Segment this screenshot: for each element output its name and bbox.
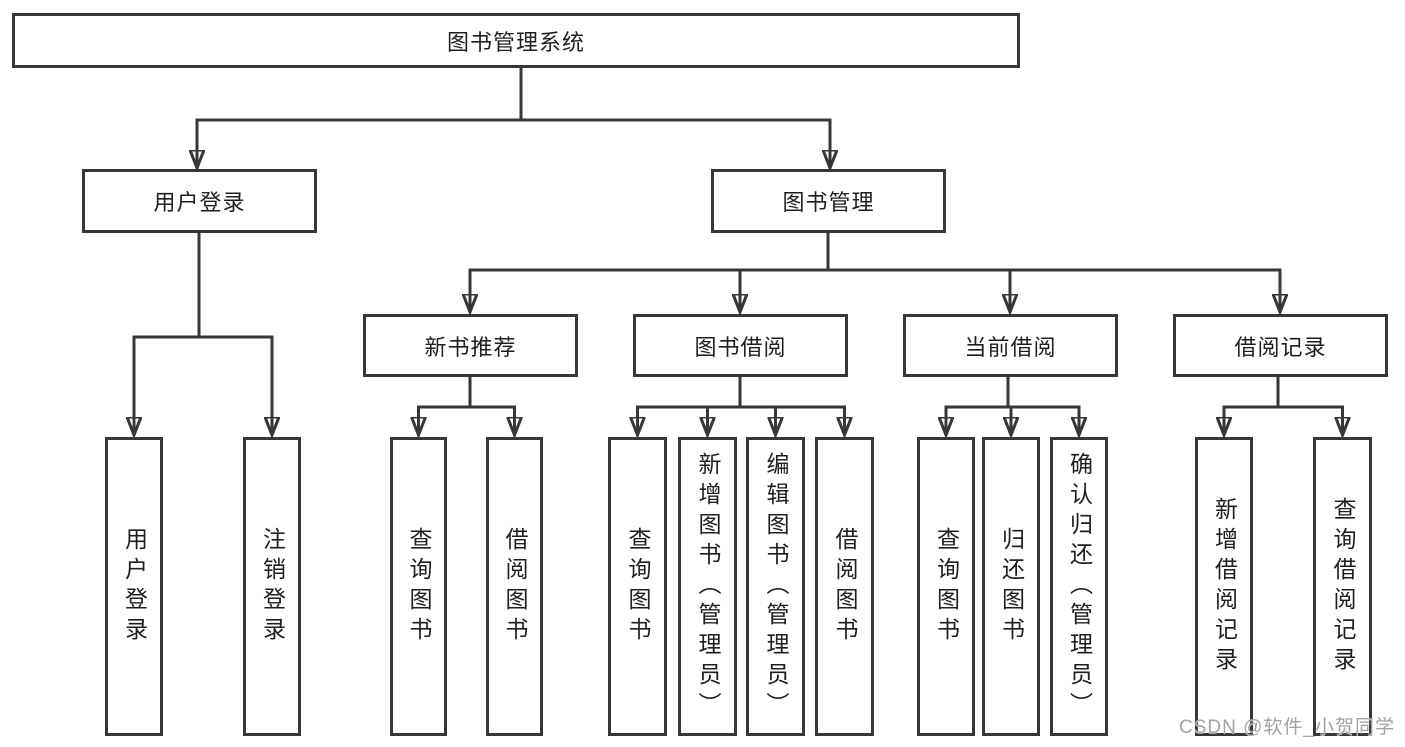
connector-new-books <box>417 377 516 435</box>
node-user-login: 用户登录 <box>82 169 317 233</box>
leaf-logout: 注销登录 <box>243 437 301 736</box>
leaf-borrow-edit: 编辑图书（管理员） <box>746 437 805 736</box>
node-borrow-records-label: 借阅记录 <box>1234 334 1327 360</box>
leaf-current-query-label: 查询图书 <box>933 526 960 647</box>
csdn-watermark: CSDN @软件_小贺同学 <box>1179 717 1395 738</box>
node-current-borrow: 当前借阅 <box>903 314 1118 377</box>
leaf-borrow-query: 查询图书 <box>608 437 667 736</box>
leaf-logout-label: 注销登录 <box>259 526 286 647</box>
connector-book-mgmt <box>469 233 1282 312</box>
leaf-records-add-label: 新增借阅记录 <box>1211 496 1238 677</box>
leaf-newbooks-query: 查询图书 <box>390 437 447 736</box>
leaf-records-query: 查询借阅记录 <box>1313 437 1372 736</box>
leaf-newbooks-borrow: 借阅图书 <box>486 437 543 736</box>
node-new-books-label: 新书推荐 <box>424 334 517 360</box>
leaf-borrow-borrow-label: 借阅图书 <box>832 526 858 647</box>
leaf-borrow-borrow: 借阅图书 <box>815 437 874 736</box>
connector-user-login <box>133 233 274 435</box>
leaf-newbooks-query-label: 查询图书 <box>406 526 432 647</box>
leaf-current-return: 归还图书 <box>982 437 1040 736</box>
leaf-current-confirm: 确认归还（管理员） <box>1050 437 1108 736</box>
node-borrow-records: 借阅记录 <box>1173 314 1388 377</box>
connector-book-borrow <box>636 377 846 435</box>
leaf-user-login-label: 用户登录 <box>121 526 148 647</box>
node-user-login-label: 用户登录 <box>153 190 246 215</box>
leaf-current-query: 查询图书 <box>917 437 975 736</box>
node-book-mgmt-label: 图书管理 <box>782 190 875 215</box>
leaf-records-query-label: 查询借阅记录 <box>1330 496 1356 677</box>
node-new-books: 新书推荐 <box>363 314 578 377</box>
leaf-borrow-edit-label: 编辑图书（管理员） <box>763 451 789 722</box>
leaf-records-add: 新增借阅记录 <box>1195 437 1253 736</box>
connector-root-to-level2 <box>196 68 832 168</box>
connector-current-borrow <box>945 377 1081 435</box>
node-book-mgmt: 图书管理 <box>711 169 946 233</box>
leaf-current-confirm-label: 确认归还（管理员） <box>1066 451 1093 722</box>
leaf-borrow-add-label: 新增图书（管理员） <box>695 451 721 722</box>
node-current-borrow-label: 当前借阅 <box>964 334 1057 360</box>
leaf-newbooks-borrow-label: 借阅图书 <box>502 526 528 647</box>
leaf-borrow-add: 新增图书（管理员） <box>678 437 737 736</box>
node-book-borrow: 图书借阅 <box>633 314 848 377</box>
leaf-user-login: 用户登录 <box>105 437 163 736</box>
node-root-label: 图书管理系统 <box>446 29 585 55</box>
leaf-current-return-label: 归还图书 <box>998 526 1025 647</box>
node-book-borrow-label: 图书借阅 <box>694 334 787 360</box>
connector-borrow-records <box>1223 377 1345 435</box>
leaf-borrow-query-label: 查询图书 <box>625 526 651 647</box>
node-root: 图书管理系统 <box>12 13 1020 68</box>
